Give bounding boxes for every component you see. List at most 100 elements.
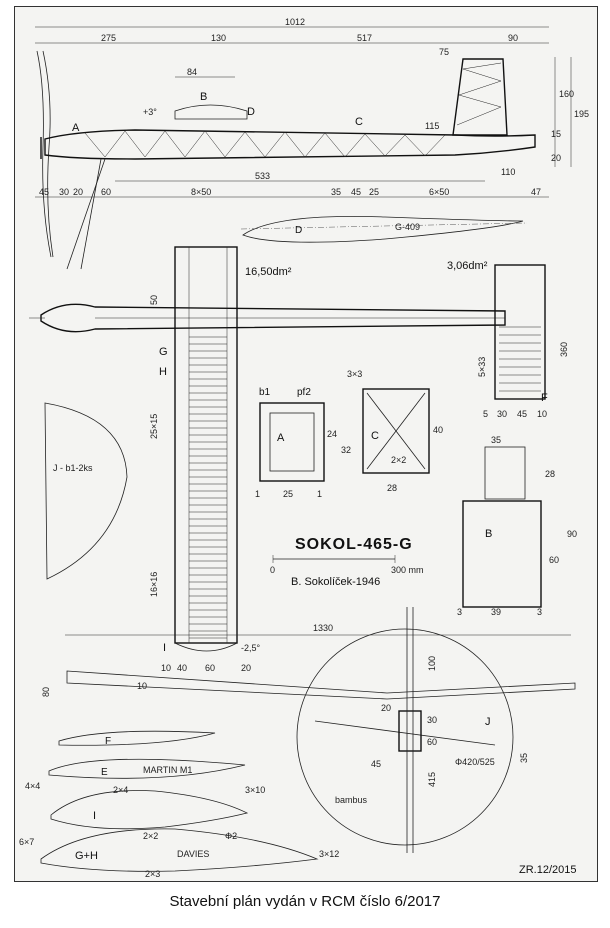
plan-caption: Stavební plán vydán v RCM číslo 6/2017: [169, 893, 441, 910]
dim-275: 275: [101, 33, 116, 43]
dim-45-b: 45: [351, 187, 361, 197]
dim-75: 75: [439, 47, 449, 57]
airfoil-label-d: D: [295, 225, 302, 236]
dim-517: 517: [357, 33, 372, 43]
section-label-h: H: [159, 366, 167, 378]
former-pf2-label: pf2: [297, 387, 311, 398]
dim-20-c: 20: [381, 703, 391, 713]
dim-20-a: 20: [73, 187, 83, 197]
dim-3x10: 3×10: [245, 785, 265, 795]
dim-130: 130: [211, 33, 226, 43]
dim-30-b: 30: [497, 409, 507, 419]
prop-diameter: Φ420/525: [455, 757, 495, 767]
dim-10-a: 10: [161, 663, 171, 673]
airfoil-label-e: E: [101, 767, 108, 778]
former-a: b1 pf2 A 24 32 1 25 1: [255, 387, 351, 499]
section-label-a: A: [72, 122, 80, 134]
dim-30-c: 30: [427, 715, 437, 725]
dim-60-c: 60: [549, 555, 559, 565]
airfoil-label-f: F: [105, 736, 111, 747]
wing-ribs: [189, 336, 227, 639]
airfoil-name-g409: G-409: [395, 222, 420, 232]
dim-100: 100: [427, 656, 437, 671]
dim-35-a: 35: [331, 187, 341, 197]
side-view: 1012 275 130 517 90 84 75 B +3° A D C 11…: [35, 17, 589, 270]
dim-32: 32: [341, 445, 351, 455]
dim-24: 24: [327, 429, 337, 439]
former-label-b: B: [485, 528, 492, 540]
dim-20: 20: [551, 153, 561, 163]
dim-60-b: 60: [205, 663, 215, 673]
top-view: 16,50dm² G H I -2,5° 25×15 16×16 50 10 4…: [29, 246, 569, 673]
former-label-c: C: [371, 430, 379, 442]
airfoil-label-i: I: [93, 810, 96, 822]
section-label-f: F: [541, 392, 548, 404]
dim-3x12: 3×12: [319, 849, 339, 859]
dim-8x50: 8×50: [191, 187, 211, 197]
dim-40-b: 40: [433, 425, 443, 435]
section-label-i: I: [163, 642, 166, 654]
dim-5x33: 5×33: [477, 357, 487, 377]
airfoil-sections: F E MARTIN M1 4×4 2×4 3×10 I G+H DAVIES …: [19, 730, 339, 879]
dim-415: 415: [427, 772, 437, 787]
dim-2x4: 2×4: [113, 785, 128, 795]
incidence-note: +3°: [143, 107, 157, 117]
front-view: 1330 80 10 100 415 20 30 60 45 J Φ420/52…: [41, 607, 576, 853]
section-label-b: B: [200, 91, 207, 103]
dim-90-b: 90: [567, 529, 577, 539]
dim-25x15: 25×15: [149, 414, 159, 439]
dim-1-a: 1: [255, 489, 260, 499]
fin-angle-note: -2,5°: [241, 643, 261, 653]
airfoil-name-davies: DAVIES: [177, 849, 209, 859]
dim-2x2-b: 2×2: [143, 831, 158, 841]
scale-label: 300 mm: [391, 565, 424, 575]
dim-160: 160: [559, 89, 574, 99]
dim-45-c: 45: [517, 409, 527, 419]
section-label-g: G: [159, 346, 168, 358]
dim-115: 115: [425, 121, 439, 131]
section-label-c: C: [355, 116, 363, 128]
airfoil-name-martin: MARTIN M1: [143, 765, 192, 775]
dim-1012: 1012: [285, 17, 305, 27]
tail-area: 3,06dm²: [447, 260, 488, 272]
dim-15: 15: [551, 129, 561, 139]
j-part-note: J - b1-2ks: [53, 463, 93, 473]
dim-30-a: 30: [59, 187, 69, 197]
dim-80: 80: [41, 687, 51, 697]
dim-35-c: 35: [519, 753, 529, 763]
dim-40-a: 40: [177, 663, 187, 673]
dim-28-b: 28: [545, 469, 555, 479]
airfoil-g409: D G-409: [240, 215, 528, 243]
title-block: SOKOL-465-G 0 300 mm B. Sokolíček-1946: [270, 536, 424, 588]
glider-plan-drawing: 1012 275 130 517 90 84 75 B +3° A D C 11…: [19, 17, 589, 879]
dim-60-d: 60: [427, 737, 437, 747]
dim-3-b: 3: [537, 607, 542, 617]
dim-35-b: 35: [491, 435, 501, 445]
dim-1-b: 1: [317, 489, 322, 499]
dim-50-a: 50: [149, 295, 159, 305]
former-c: 3×3 C 2×2 40 28: [347, 369, 443, 493]
dim-5-a: 5: [483, 409, 488, 419]
plan-author: B. Sokolíček-1946: [291, 576, 380, 588]
former-label-a: A: [277, 432, 285, 444]
dim-6x7: 6×7: [19, 837, 34, 847]
bambus-note: bambus: [335, 795, 368, 805]
tail-ribs: [499, 326, 541, 392]
plan-sheet: 1012 275 130 517 90 84 75 B +3° A D C 11…: [14, 6, 598, 882]
dim-6x50: 6×50: [429, 187, 449, 197]
section-label-d: D: [247, 106, 255, 118]
dim-45-a: 45: [39, 187, 49, 197]
scale-zero: 0: [270, 565, 275, 575]
dim-360: 360: [559, 342, 569, 357]
dim-3-a: 3: [457, 607, 462, 617]
part-j: J - b1-2ks: [44, 402, 128, 580]
dim-90: 90: [508, 33, 518, 43]
dim-25-b: 25: [283, 489, 293, 499]
dim-533: 533: [255, 171, 270, 181]
former-b1-label: b1: [259, 387, 271, 398]
dim-1330: 1330: [313, 623, 333, 633]
dim-phi2: Φ2: [225, 831, 237, 841]
dim-10-c: 10: [137, 681, 147, 691]
dim-2x2-a: 2×2: [391, 455, 406, 465]
dim-47: 47: [531, 187, 541, 197]
